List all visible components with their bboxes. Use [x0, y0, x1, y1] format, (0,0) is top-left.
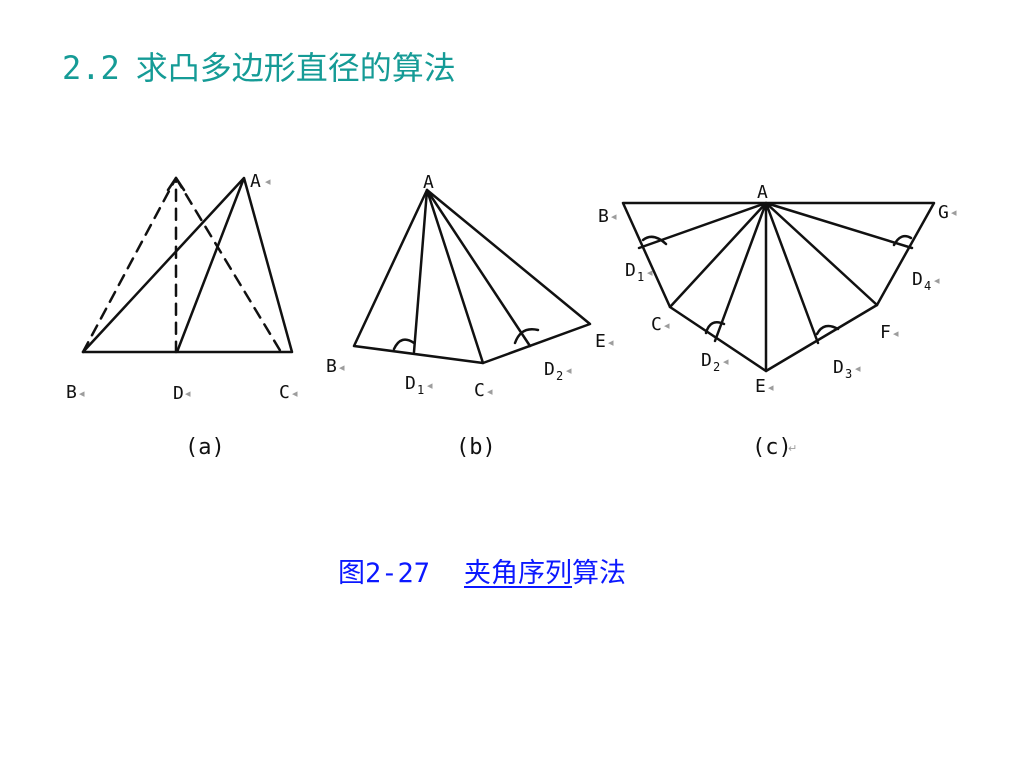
figure-c-point-c-label: C	[651, 314, 662, 335]
figure-c-point-d1-label: D	[625, 260, 636, 281]
figure-c-marker-b: ◂	[611, 210, 617, 223]
figure-c-marker-d3: ◂	[855, 362, 861, 375]
figure-c-return-mark: ↵	[788, 442, 797, 455]
figure-c-marker-c: ◂	[664, 319, 670, 332]
figure-b-angle-arcs	[392, 328, 540, 351]
figure-b-point-a-label: A	[423, 172, 434, 193]
figure-b-point-d1-subscript: 1	[417, 383, 424, 397]
figure-a-point-a-label: A	[250, 171, 261, 192]
figure-caption: 图2-27 夹角序列算法	[338, 552, 626, 596]
figure-c-point-d4-label: D	[912, 269, 923, 290]
figure-c-point-a-label: A	[757, 182, 768, 203]
figure-a-marker-a: ◂	[265, 175, 271, 188]
figure-b-labels: A B D 1 C D 2 E (b) ◂ ◂ ◂ ◂ ◂	[326, 172, 614, 460]
figure-b-marker-b: ◂	[339, 361, 345, 374]
figure-c-point-d2-subscript: 2	[713, 360, 720, 374]
figure-b-diagonals	[412, 188, 532, 365]
section-number: 2.2	[62, 49, 120, 87]
figure-a-marker-b: ◂	[79, 387, 85, 400]
figure-c-marker-d4: ◂	[934, 274, 940, 287]
figure-a-solid-segments	[81, 176, 294, 354]
section-title: 求凸多边形直径的算法	[135, 49, 456, 87]
figure-c-marker-g: ◂	[951, 206, 957, 219]
figure-c-point-d1-subscript: 1	[637, 270, 644, 284]
figure-c-point-b-label: B	[598, 206, 609, 227]
figure-b-marker-e: ◂	[608, 336, 614, 349]
figure-caption-suffix: 算法	[572, 558, 627, 589]
figure-c-marker-d1: ◂	[647, 266, 653, 279]
slide-title: 2.2 求凸多边形直径的算法	[62, 44, 456, 92]
figure-c-polygon	[621, 201, 936, 373]
figure-a-point-c-label: C	[279, 382, 290, 403]
figure-c-labels: A B G D 1 C D 2 E D 3 F D 4 (c) ↵ ◂ ◂ ◂ …	[598, 182, 957, 460]
figure-c-angle-arcs	[641, 234, 913, 336]
figure-b-point-d2-label: D	[544, 359, 555, 380]
figure-a-point-b-label: B	[66, 382, 77, 403]
figure-a-marker-d: ◂	[185, 387, 191, 400]
figure-c-point-d3-subscript: 3	[845, 367, 852, 381]
figure-b-point-c-label: C	[474, 380, 485, 401]
figure-c-marker-d2: ◂	[723, 355, 729, 368]
figure-a	[81, 176, 294, 354]
figure-a-caption-label: (a)	[185, 435, 225, 460]
figure-c-point-d4-subscript: 4	[924, 279, 931, 293]
figure-c-marker-e: ◂	[768, 381, 774, 394]
figure-c-caption-label: (c)	[752, 435, 792, 460]
figure-c-point-d2-label: D	[701, 350, 712, 371]
figure-c	[621, 201, 936, 373]
figure-c-point-e-label: E	[755, 376, 766, 397]
figure-b-caption-label: (b)	[456, 435, 496, 460]
figure-b-marker-c: ◂	[487, 385, 493, 398]
figure-a-marker-c: ◂	[292, 387, 298, 400]
figure-c-point-g-label: G	[938, 202, 949, 223]
figure-c-point-f-label: F	[880, 322, 891, 343]
figure-b	[352, 188, 592, 365]
figure-c-point-d3-label: D	[833, 357, 844, 378]
figure-a-point-d-label: D	[173, 383, 184, 404]
figure-b-point-d1-label: D	[405, 373, 416, 394]
figure-b-marker-d1: ◂	[427, 379, 433, 392]
figure-b-point-e-label: E	[595, 331, 606, 352]
figure-a-arrowhead	[166, 176, 186, 192]
figure-b-point-d2-subscript: 2	[556, 369, 563, 383]
figure-c-marker-f: ◂	[893, 327, 899, 340]
figure-b-polygon	[352, 188, 592, 365]
figure-caption-link-text[interactable]: 夹角序列	[464, 558, 573, 589]
figure-a-labels: A B D C (a) ◂ ◂ ◂ ◂	[66, 171, 298, 460]
figure-c-diagonals	[637, 201, 914, 373]
figure-number: 图2-27	[338, 558, 431, 589]
figure-b-point-b-label: B	[326, 356, 337, 377]
figure-b-marker-d2: ◂	[566, 364, 572, 377]
